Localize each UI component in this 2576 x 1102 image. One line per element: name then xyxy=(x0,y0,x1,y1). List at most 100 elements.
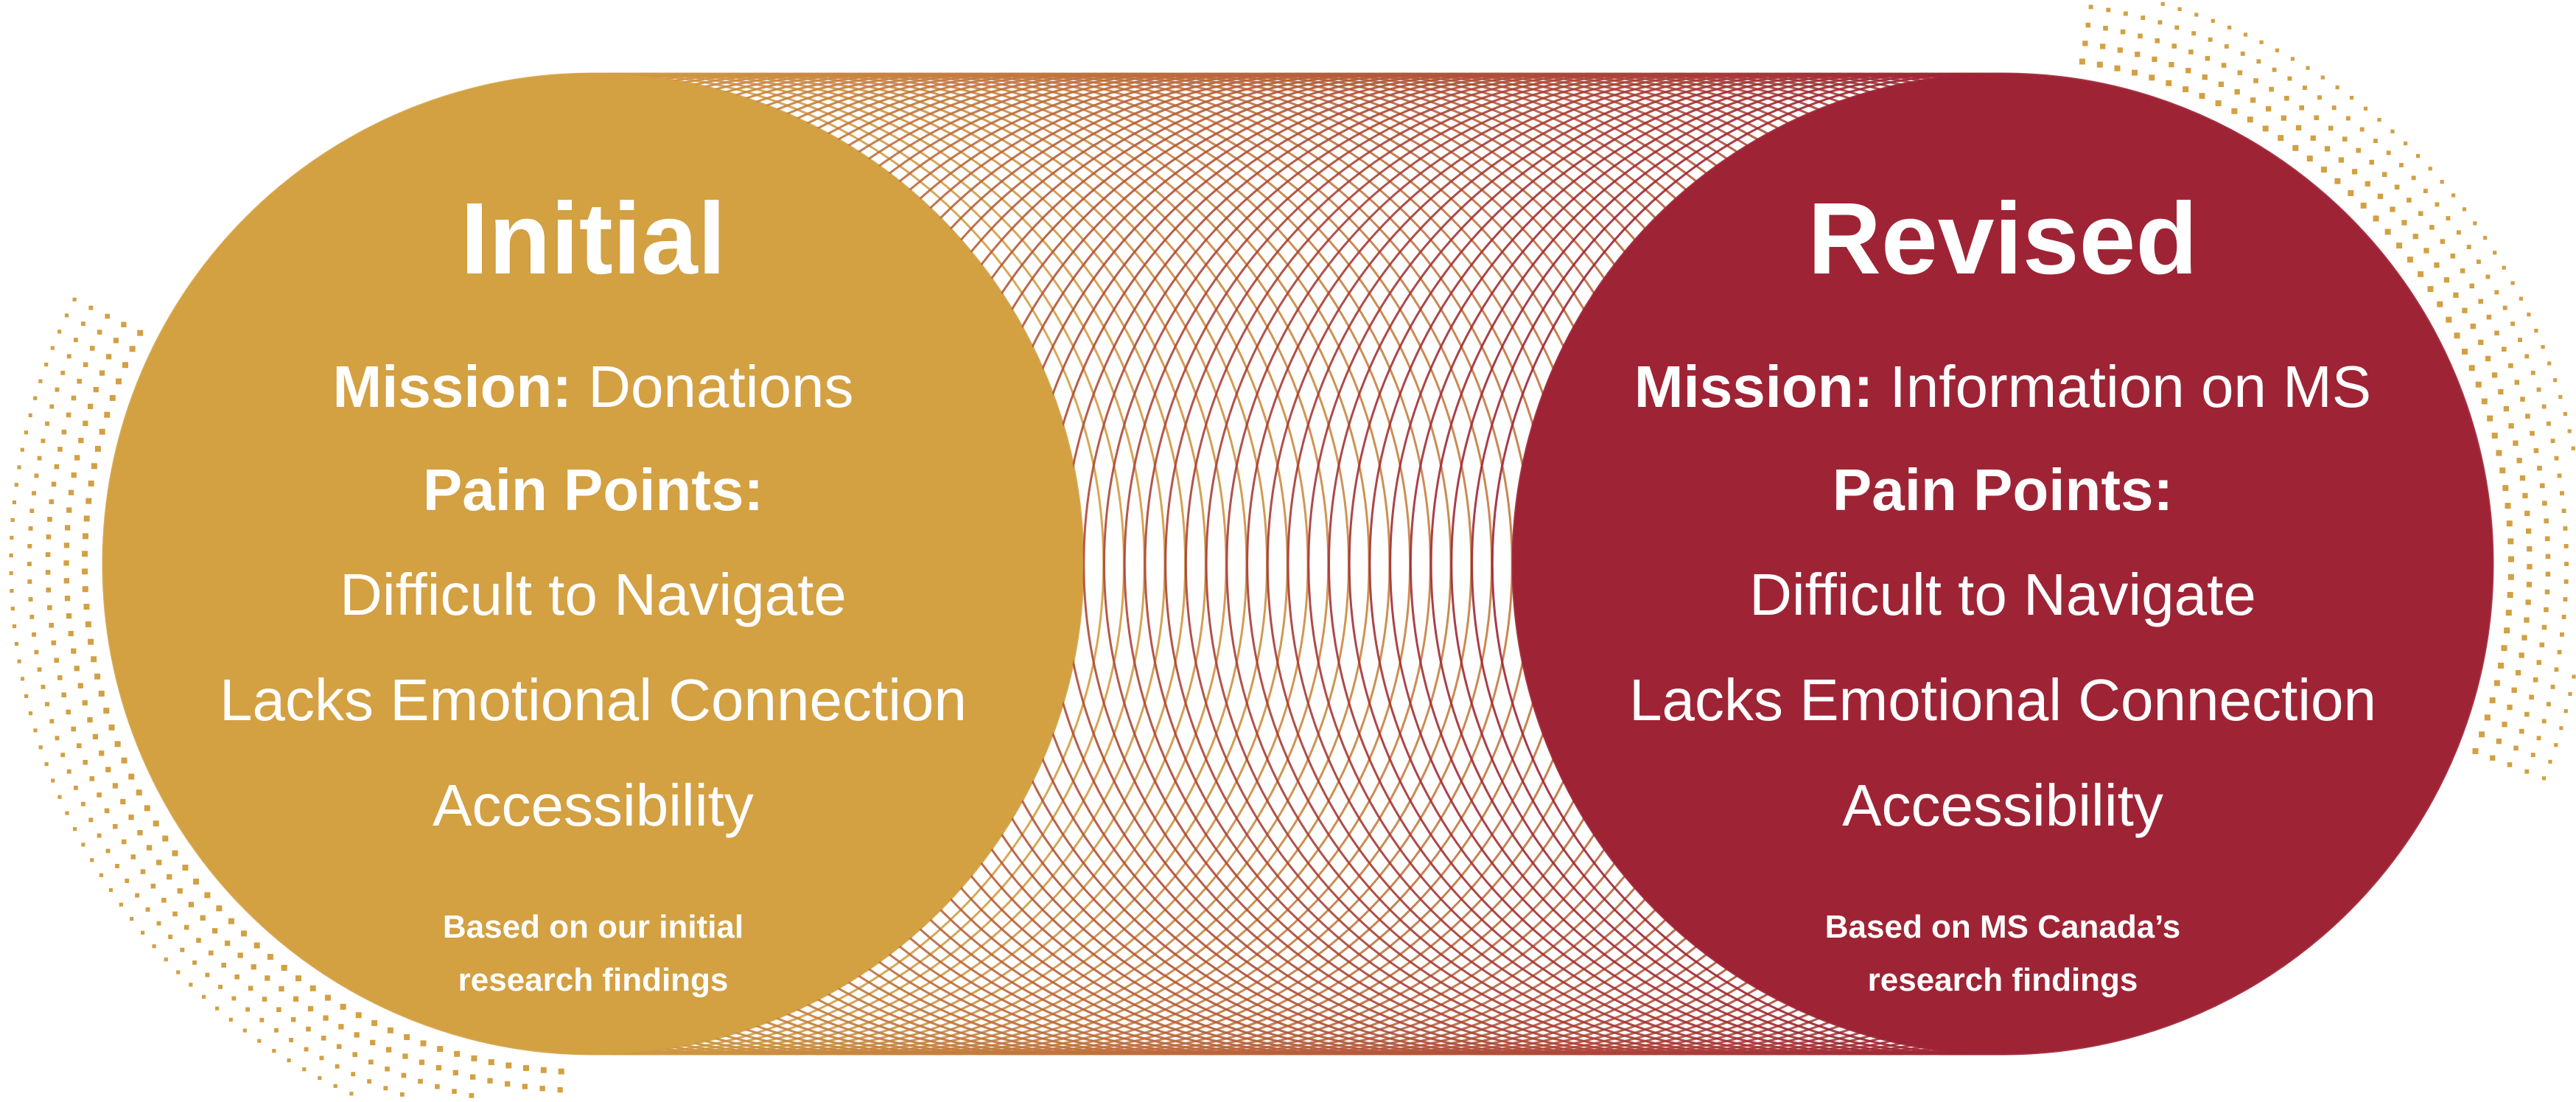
dot xyxy=(241,930,247,937)
dot xyxy=(94,445,101,452)
dot xyxy=(144,805,150,812)
dot xyxy=(99,370,105,376)
dot xyxy=(49,623,54,628)
dot xyxy=(2335,85,2339,90)
dot xyxy=(2478,339,2484,346)
dot xyxy=(20,447,24,452)
dot xyxy=(2208,37,2213,42)
dot xyxy=(505,1081,511,1087)
dot xyxy=(44,362,49,367)
pain-points-label: Pain Points: xyxy=(422,457,764,523)
dot xyxy=(125,879,130,883)
dot xyxy=(202,994,206,999)
dot xyxy=(2295,125,2302,130)
dot xyxy=(17,465,21,470)
dot xyxy=(74,338,78,343)
dot xyxy=(2345,116,2351,121)
revised-panel: Revised Mission: Information on MS Pain … xyxy=(1516,0,2489,1098)
dot xyxy=(83,420,88,426)
dot xyxy=(221,963,226,968)
dot xyxy=(46,587,52,593)
dot xyxy=(2169,62,2174,68)
dot xyxy=(45,702,49,707)
dot xyxy=(2554,456,2559,461)
dot xyxy=(2373,215,2379,222)
dot xyxy=(2394,184,2400,190)
dot xyxy=(108,887,113,893)
dot xyxy=(2284,96,2289,101)
dot xyxy=(2342,136,2348,142)
dot xyxy=(2524,617,2530,623)
dot xyxy=(2306,156,2313,162)
dot xyxy=(242,1028,247,1033)
dot xyxy=(323,1015,329,1021)
dot xyxy=(2484,714,2491,721)
dot xyxy=(2317,95,2322,100)
dot xyxy=(2177,7,2182,11)
dot xyxy=(150,883,156,889)
initial-mission: Mission: Donations xyxy=(107,358,1079,416)
dot xyxy=(471,1055,477,1061)
dot xyxy=(119,902,123,907)
dot xyxy=(539,1086,545,1092)
dot xyxy=(38,745,43,750)
dot xyxy=(77,743,82,748)
dot xyxy=(2407,257,2413,263)
dot xyxy=(85,621,91,627)
dot xyxy=(2450,254,2456,259)
dot xyxy=(49,719,55,724)
dot xyxy=(354,1032,360,1038)
dot xyxy=(352,1052,357,1057)
dot xyxy=(41,684,46,689)
dot xyxy=(2114,65,2121,72)
dot xyxy=(2338,157,2344,163)
dot xyxy=(2123,11,2128,16)
dot xyxy=(116,378,122,385)
dot xyxy=(2096,61,2103,68)
dot xyxy=(435,1084,440,1089)
dot xyxy=(2183,86,2189,93)
dot xyxy=(177,888,183,894)
dot xyxy=(168,935,173,939)
dot xyxy=(2496,450,2502,456)
dot xyxy=(2088,4,2093,10)
dot xyxy=(386,1047,392,1053)
dot xyxy=(2377,117,2381,122)
dot xyxy=(60,370,66,375)
dot xyxy=(108,724,115,730)
dot xyxy=(2240,51,2245,56)
dot xyxy=(540,1067,547,1073)
dot xyxy=(265,975,270,981)
dot xyxy=(28,526,33,531)
dot xyxy=(49,404,55,409)
dot xyxy=(2491,372,2498,378)
dot xyxy=(387,1027,393,1033)
dot xyxy=(2544,589,2550,595)
dot xyxy=(2502,722,2507,728)
dot xyxy=(558,1068,564,1075)
dot xyxy=(55,387,60,392)
dot xyxy=(2218,81,2224,87)
dot xyxy=(2191,31,2197,36)
dot xyxy=(106,354,112,360)
dot xyxy=(404,1034,410,1040)
dot xyxy=(2259,40,2264,44)
dot xyxy=(2536,736,2541,741)
dot xyxy=(66,412,71,418)
dot xyxy=(2510,281,2515,285)
dot xyxy=(2349,96,2354,100)
dot xyxy=(63,543,70,548)
dot xyxy=(90,858,94,862)
dot xyxy=(41,439,46,444)
dot xyxy=(88,403,94,409)
dot xyxy=(228,1017,233,1022)
dot xyxy=(2381,172,2387,177)
dot xyxy=(83,362,88,367)
dot xyxy=(2572,674,2576,679)
dot xyxy=(128,815,134,820)
dot xyxy=(2224,44,2229,49)
dot xyxy=(55,736,60,741)
dot xyxy=(2418,211,2423,216)
dot xyxy=(2553,378,2558,383)
dot xyxy=(114,741,121,747)
